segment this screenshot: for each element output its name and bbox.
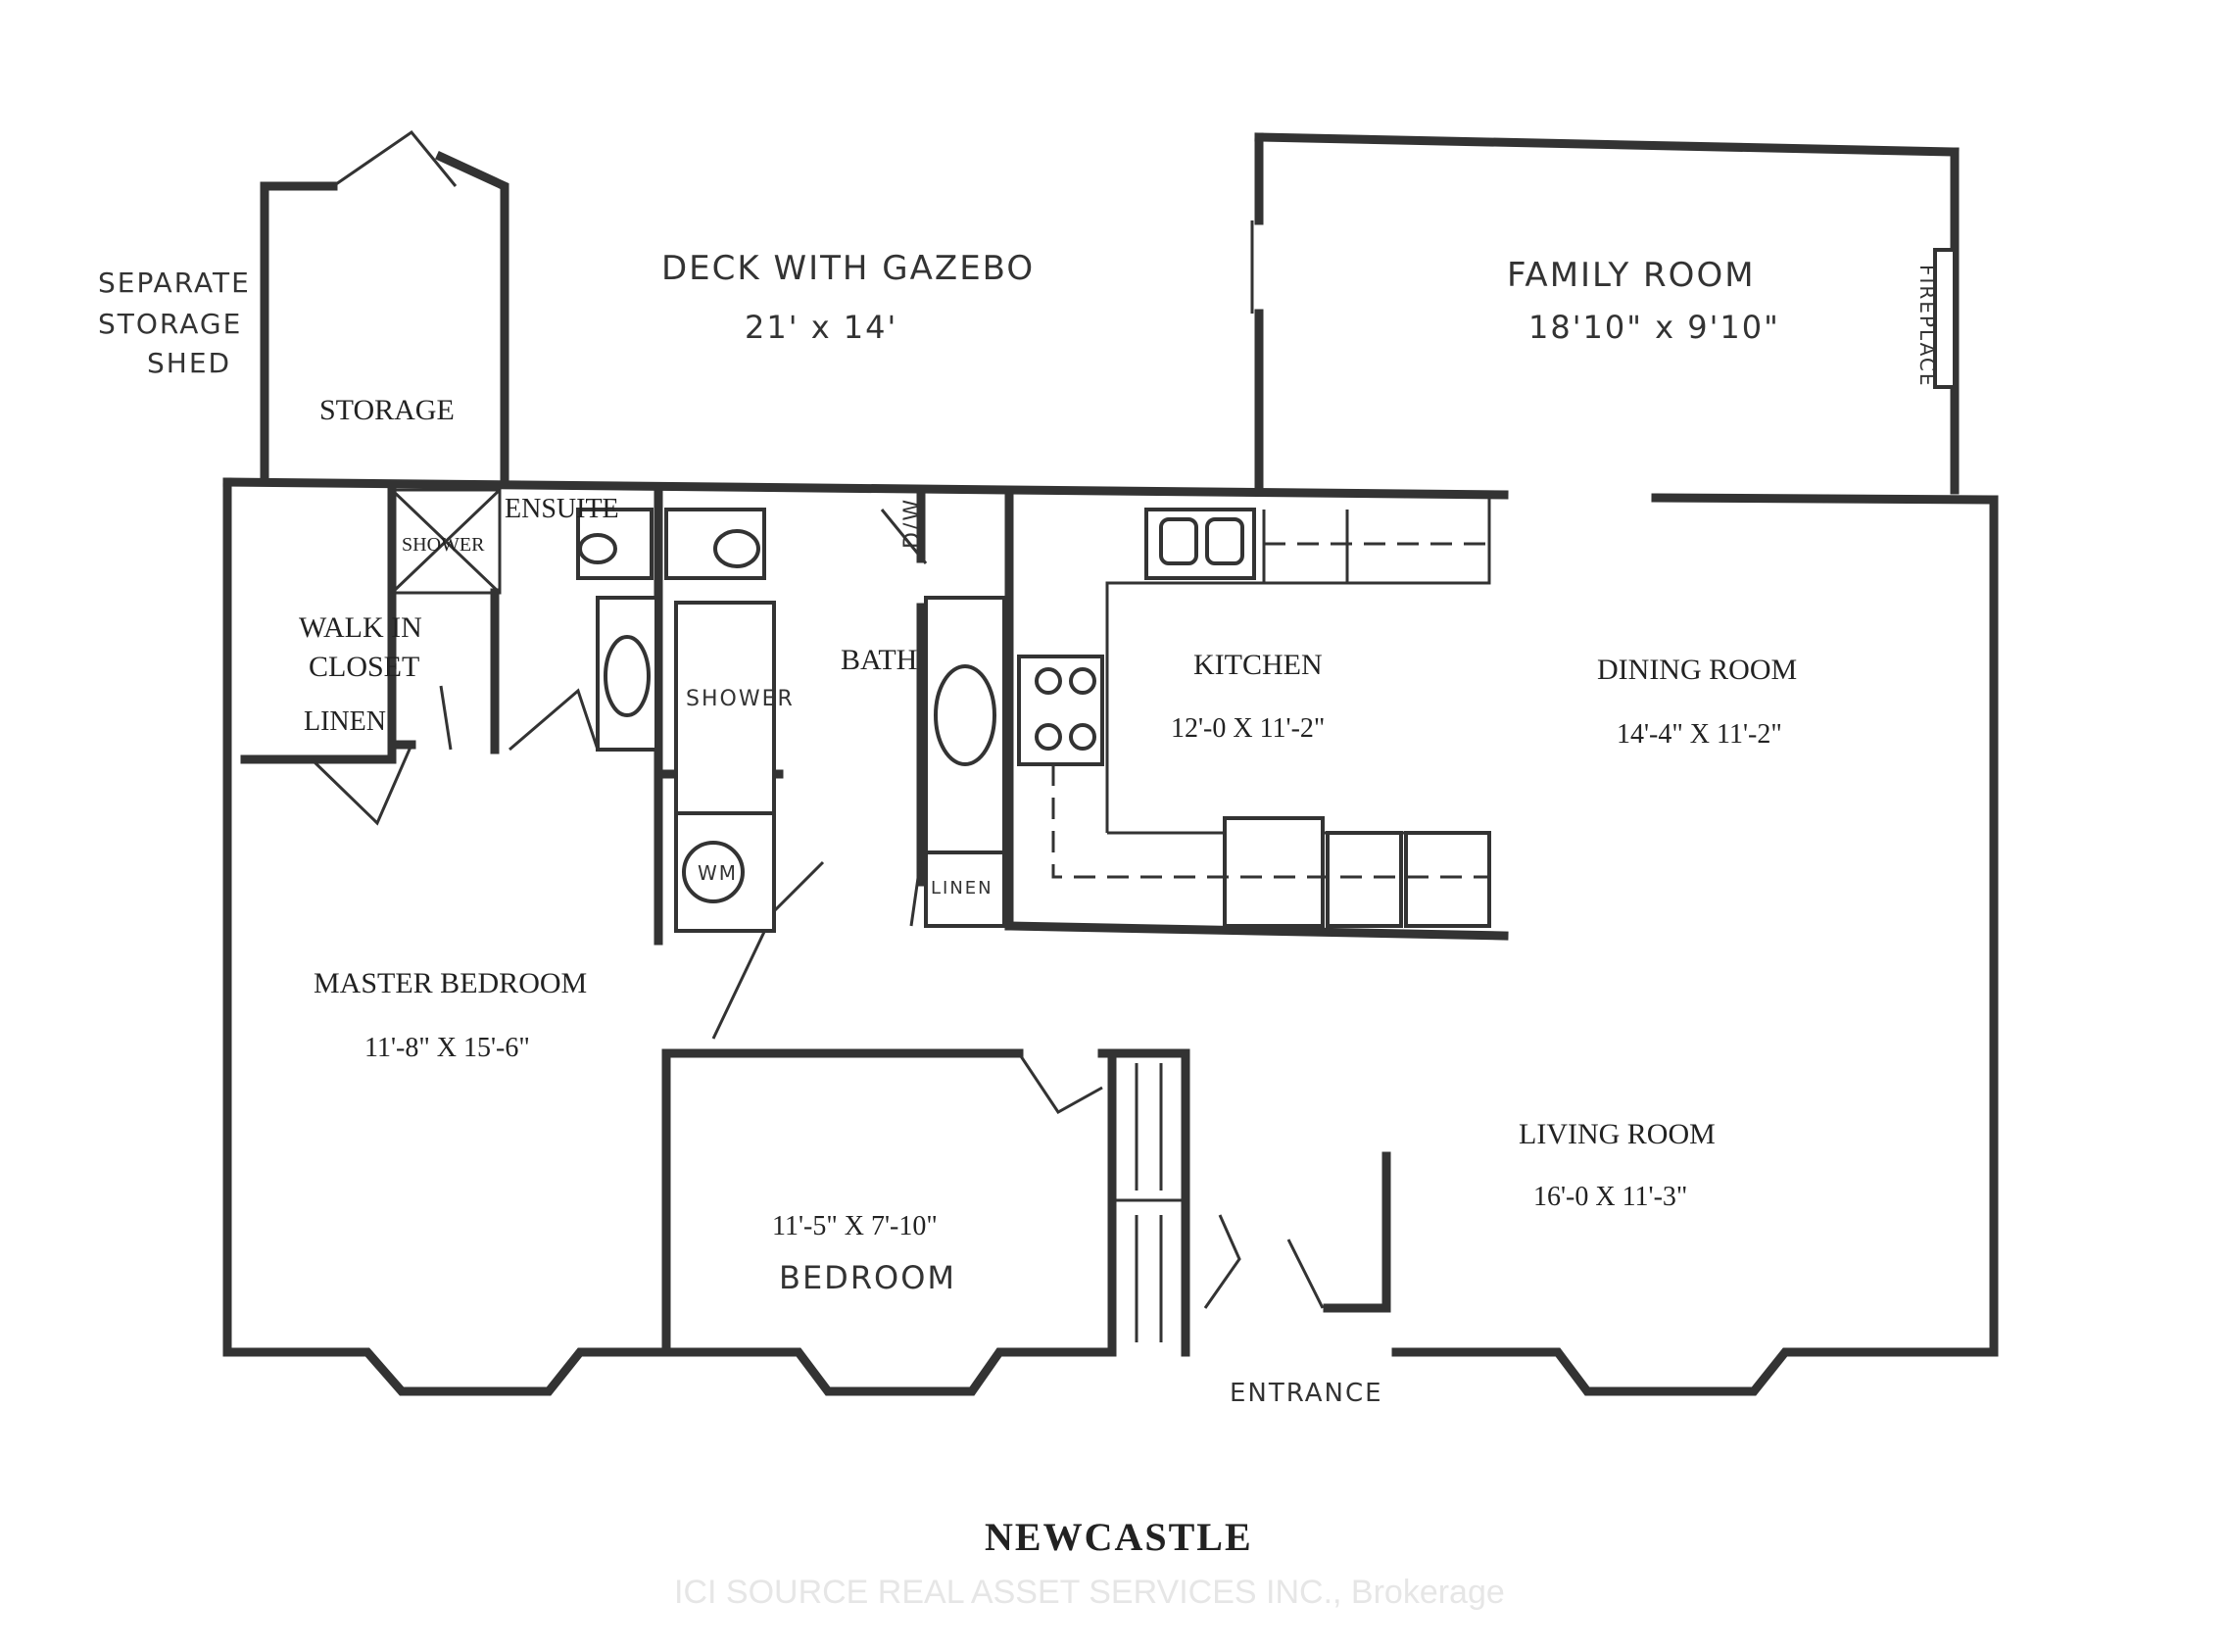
shed-note-line-1: SEPARATE xyxy=(98,267,251,299)
deck-label: DECK WITH GAZEBO xyxy=(661,249,1035,288)
family-room-walls xyxy=(1250,132,1960,495)
door-swings xyxy=(310,509,1325,1309)
bath-label: BATH xyxy=(841,644,917,676)
storage-walls xyxy=(260,129,509,487)
bedroom-name: BEDROOM xyxy=(779,1259,956,1296)
family-room-dims: 18'10" x 9'10" xyxy=(1528,309,1780,346)
shed-note-line-3: SHED xyxy=(147,347,231,379)
plan-title: NEWCASTLE xyxy=(985,1515,1253,1559)
entrance-label: ENTRANCE xyxy=(1230,1379,1383,1408)
bath-shower-label: SHOWER xyxy=(686,687,795,711)
master-bedroom-dims: 11'-8" X 15'-6" xyxy=(364,1033,530,1063)
walk-in-closet-line-1: WALK IN xyxy=(299,611,422,644)
linen-2-label: LINEN xyxy=(931,878,993,899)
wm-label: WM xyxy=(698,861,738,885)
living-room-name: LIVING ROOM xyxy=(1519,1118,1716,1150)
family-room-name: FAMILY ROOM xyxy=(1507,256,1756,295)
handwritten-notes: SEPARATE STORAGE SHED DECK WITH GAZEBO 2… xyxy=(98,249,1939,1408)
ensuite-vanity xyxy=(576,508,658,752)
fireplace-label: FIREPLACE xyxy=(1915,265,1939,388)
storage-label: STORAGE xyxy=(319,394,455,426)
watermark: ICI SOURCE REAL ASSET SERVICES INC., Bro… xyxy=(674,1574,1505,1611)
living-room-dims: 16'-0 X 11'-3" xyxy=(1533,1182,1687,1212)
kitchen-fixtures xyxy=(1017,495,1491,928)
room-labels: STORAGE ENSUITE SHOWER WALK IN CLOSET LI… xyxy=(299,394,1797,1241)
dining-room-dims: 14'-4" X 11'-2" xyxy=(1617,719,1782,750)
bath-fixtures xyxy=(664,508,1006,933)
ensuite-label: ENSUITE xyxy=(505,494,619,524)
dw-label: D/W xyxy=(900,498,925,549)
exterior-walls xyxy=(222,477,1999,1396)
master-bedroom-name: MASTER BEDROOM xyxy=(314,967,587,999)
kitchen-dims: 12'-0 X 11'-2" xyxy=(1171,713,1325,744)
linen-1-label: LINEN xyxy=(304,706,386,737)
walk-in-closet-line-2: CLOSET xyxy=(309,651,419,683)
shed-note-line-2: STORAGE xyxy=(98,308,242,340)
bedroom-dims: 11'-5" X 7'-10" xyxy=(772,1211,938,1241)
kitchen-name: KITCHEN xyxy=(1193,649,1323,681)
deck-dims: 21' x 14' xyxy=(745,309,897,346)
ensuite-shower-label: SHOWER xyxy=(402,534,485,556)
dining-room-name: DINING ROOM xyxy=(1597,654,1797,686)
